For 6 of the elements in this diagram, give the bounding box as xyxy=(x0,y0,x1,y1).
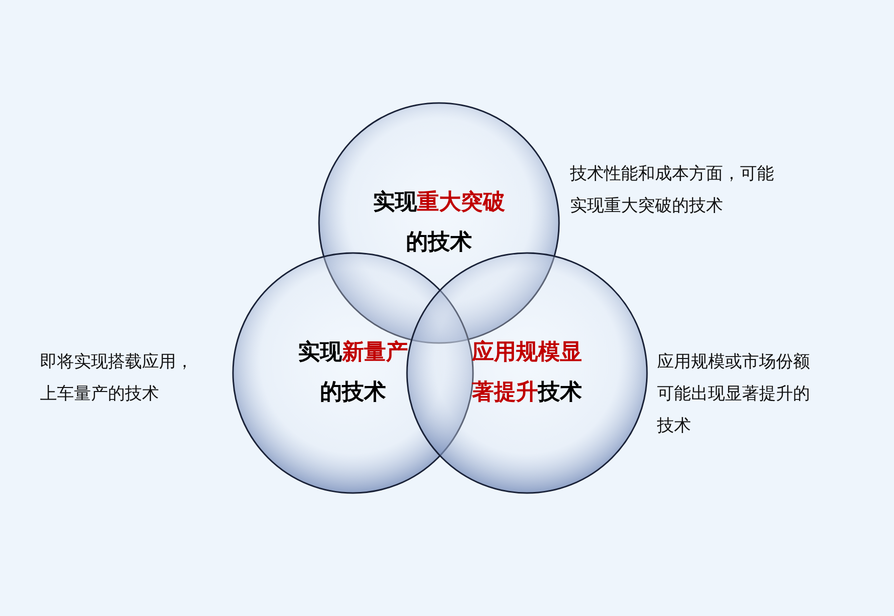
circle-label: 应用规模显著提升技术 xyxy=(470,338,583,407)
description-text: 应用规模或市场份额可能出现显著提升的技术 xyxy=(657,351,811,438)
description-text: 即将实现搭载应用，上车量产的技术 xyxy=(40,351,194,406)
circle-label: 实现新量产的技术 xyxy=(297,339,409,407)
description-text: 技术性能和成本方面，可能实现重大突破的技术 xyxy=(570,163,775,218)
circle-label: 实现重大突破的技术 xyxy=(372,189,506,257)
